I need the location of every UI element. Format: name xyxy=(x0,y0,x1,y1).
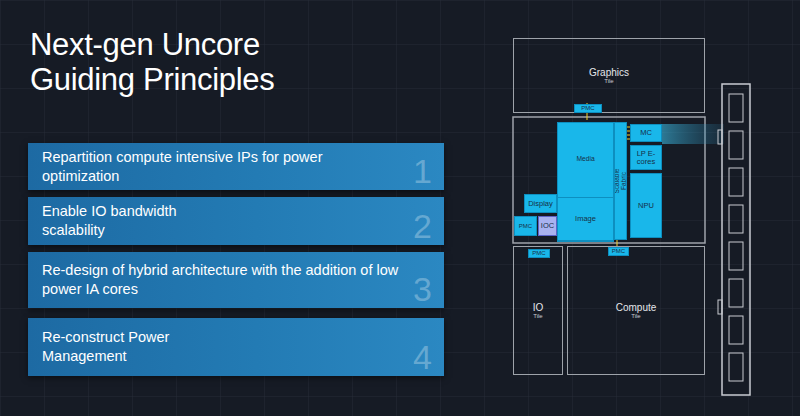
box-label: Enable IO bandwidth scalability xyxy=(42,202,212,240)
box-label: Repartition compute intensive IPs for po… xyxy=(42,148,352,186)
box-label: MC xyxy=(640,129,652,137)
image-block: Image xyxy=(557,197,614,241)
principle-bar: Re-design of hybrid architecture with th… xyxy=(28,252,444,308)
callout-number: 3 xyxy=(413,272,432,306)
mc-block: MC xyxy=(630,124,662,142)
dimm-module xyxy=(718,84,750,395)
box-label: IO xyxy=(533,302,544,313)
box-label: PMC xyxy=(612,248,625,254)
principle-bar: Enable IO bandwidth scalability 2 xyxy=(28,197,444,245)
dram-chip xyxy=(729,94,743,122)
slide-title: Next-gen Uncore Guiding Principles xyxy=(30,28,360,97)
dram-chip xyxy=(729,353,743,381)
memory-link xyxy=(662,124,724,144)
io-tile: IOTile PMC xyxy=(513,246,563,375)
callout-number: 1 xyxy=(413,154,432,188)
media-block: MediaImage xyxy=(557,122,614,242)
compute-tile: ComputeTile PMC xyxy=(567,246,705,375)
dram-chip xyxy=(729,242,743,270)
tile-caption: Tile xyxy=(631,313,640,320)
tile-caption: Tile xyxy=(533,313,542,320)
pmc-block: PMC xyxy=(514,216,537,236)
principle-bar: Repartition compute intensive IPs for po… xyxy=(28,143,444,190)
display-block: Display xyxy=(524,194,557,213)
dram-chip xyxy=(729,168,743,196)
box-label: IOC xyxy=(541,222,554,230)
principle-bar: Re-construct Power Management 4 xyxy=(28,318,444,376)
box-label: Graphics xyxy=(589,67,629,78)
scalable-fabric: Scalable Fabric xyxy=(614,122,627,240)
pmc-block: PMC xyxy=(528,249,550,258)
npu-block: NPU xyxy=(630,173,662,238)
dram-chip xyxy=(729,131,743,159)
dimm-chips xyxy=(729,94,743,381)
box-label: LP E-cores xyxy=(631,150,661,166)
box-label: PMC xyxy=(532,250,545,256)
pmc-block: PMC xyxy=(574,104,602,113)
ioc-block: IOC xyxy=(538,216,557,236)
dram-chip xyxy=(729,316,743,344)
dram-chip xyxy=(729,279,743,307)
dram-chip xyxy=(729,205,743,233)
pmc-block: PMC xyxy=(608,247,629,256)
callout-number: 4 xyxy=(413,340,432,374)
lp-ecores-block: LP E-cores xyxy=(630,145,662,170)
graphics-tile: GraphicsTilePMC xyxy=(513,38,705,113)
box-label: Compute xyxy=(616,302,657,313)
box-label: Media xyxy=(576,155,594,162)
box-label: Display xyxy=(528,200,553,208)
box-label: NPU xyxy=(638,202,654,210)
callout-number: 2 xyxy=(413,209,432,243)
box-label: Scalable Fabric xyxy=(614,169,627,194)
box-label: Image xyxy=(575,215,596,223)
box-label: Re-design of hybrid architecture with th… xyxy=(42,261,402,299)
tile-caption: Tile xyxy=(604,78,613,85)
box-label: PMC xyxy=(519,223,532,229)
box-label: PMC xyxy=(581,105,594,111)
box-label: Re-construct Power Management xyxy=(42,328,182,366)
